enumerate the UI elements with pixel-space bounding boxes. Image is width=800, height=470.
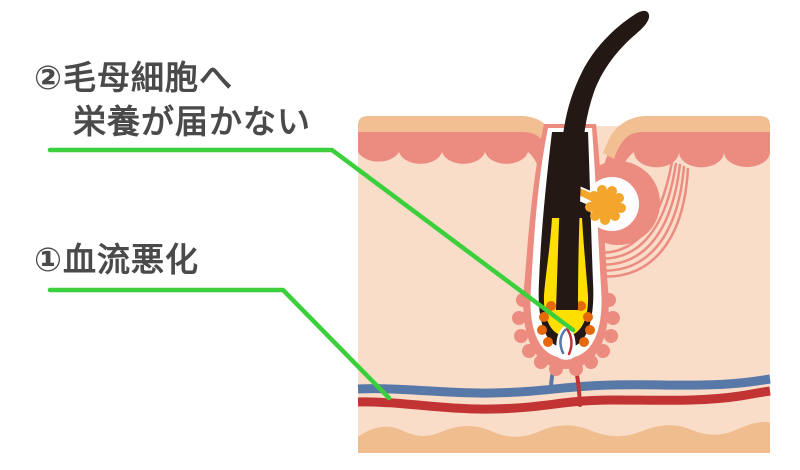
epidermis — [358, 125, 770, 216]
artery — [357, 386, 771, 414]
label-cause2-line2: 栄養が届かない — [73, 103, 311, 140]
label-cause1: ①血流悪化 — [34, 238, 199, 282]
label-cause1-text: ①血流悪化 — [34, 241, 199, 278]
stratum-corneum-right — [603, 116, 770, 159]
arrector-pili-muscle — [591, 161, 690, 278]
dermal-papilla — [556, 325, 576, 360]
leader-line-cause1 — [47, 287, 392, 401]
vein — [357, 374, 771, 398]
label-cause2: ②毛母細胞へ 栄養が届かない — [34, 56, 311, 144]
subcutaneous-fat — [358, 421, 770, 453]
papilla-capillary-artery — [565, 327, 573, 356]
papilla-capillary-vein — [559, 328, 567, 355]
stratum-corneum-left — [358, 116, 563, 159]
sebaceous-gland — [585, 185, 626, 225]
leader-lines — [47, 147, 576, 401]
stratum-corneum — [358, 116, 770, 159]
epidermis-right — [597, 125, 770, 216]
epidermis-left — [358, 125, 564, 216]
hair-shaft — [556, 10, 650, 310]
leader-line-cause2 — [47, 147, 576, 333]
label-cause2-line1: ②毛母細胞へ — [34, 59, 233, 96]
